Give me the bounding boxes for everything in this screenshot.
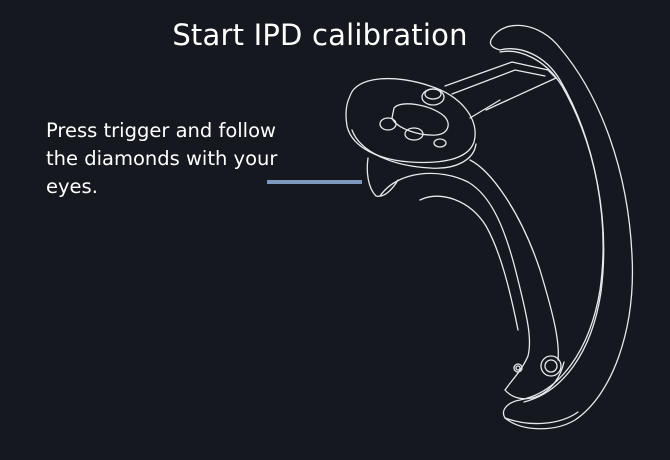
page-title: Start IPD calibration bbox=[172, 18, 468, 52]
controller-arm bbox=[444, 61, 557, 111]
button-b-icon bbox=[404, 127, 424, 141]
trigger bbox=[366, 157, 399, 197]
controller-grip bbox=[379, 172, 531, 391]
controller-head bbox=[345, 77, 476, 164]
vr-controller-illustration bbox=[345, 24, 634, 430]
button-a-icon bbox=[379, 117, 397, 131]
trigger-callout-line bbox=[267, 180, 362, 184]
tracking-ring bbox=[489, 24, 634, 430]
grip-port-icon bbox=[513, 363, 523, 373]
button-menu-icon bbox=[433, 138, 447, 148]
face-button-plate bbox=[391, 103, 449, 136]
instruction-text: Press trigger and follow the diamonds wi… bbox=[46, 119, 278, 198]
grip-button-icon bbox=[540, 355, 562, 377]
